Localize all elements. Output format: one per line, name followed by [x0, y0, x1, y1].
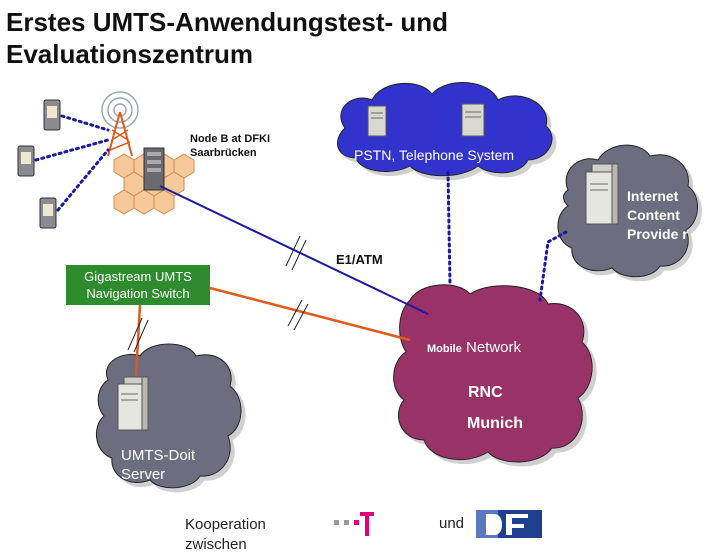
- pstn-label: PSTN, Telephone System: [354, 147, 515, 163]
- mobile-phone-icon-3: [39, 197, 57, 229]
- telekom-logo: [334, 512, 374, 536]
- internet-server-icon: [585, 163, 619, 225]
- umts-doit-label: UMTS-Doit Server: [121, 447, 196, 483]
- network-word: Network: [461, 339, 522, 356]
- kooperation-label: Kooperation zwischen: [185, 516, 266, 553]
- rnc-label: RNC: [468, 384, 503, 401]
- gigastream-switch-box: Gigastream UMTS Navigation Switch: [66, 265, 210, 305]
- dfki-logo: [476, 510, 542, 538]
- radio-links: [34, 114, 110, 212]
- server-link-break-mark: [127, 317, 149, 353]
- mobile-phone-icon-1: [43, 99, 61, 131]
- pstn-to-mobile-link: [446, 170, 452, 286]
- e1-atm-link-break-mark: [285, 235, 307, 271]
- pstn-server-icon-2: [461, 103, 485, 137]
- pstn-cloud: [336, 82, 553, 177]
- internet-to-mobile-link: [538, 230, 568, 302]
- switch-to-server-link: [134, 304, 142, 377]
- node-b-label: Node B at DFKI Saarbrücken: [190, 133, 271, 159]
- page-title: Erstes UMTS-Anwendungstest- und Evaluati…: [6, 7, 449, 69]
- e1-atm-label: E1/ATM: [336, 252, 383, 267]
- mobile-word: Mobile: [427, 343, 462, 355]
- antenna-tower-icon: [101, 91, 139, 157]
- umts-doit-server-icon: [117, 376, 149, 431]
- switch-link-break-mark: [287, 299, 309, 331]
- munich-label: Munich: [467, 415, 523, 432]
- node-b-device-icon: [143, 147, 165, 191]
- mobile-network-cloud: [393, 284, 593, 463]
- und-label: und: [439, 515, 465, 532]
- switch-to-mobile-link: [209, 286, 411, 342]
- pstn-server-icon-1: [367, 105, 387, 137]
- mobile-network-label: Mobile Network: [427, 339, 521, 356]
- internet-label: Internet Content Provide r: [627, 188, 688, 242]
- mobile-phone-icon-2: [17, 145, 35, 177]
- network-diagram: [17, 82, 698, 538]
